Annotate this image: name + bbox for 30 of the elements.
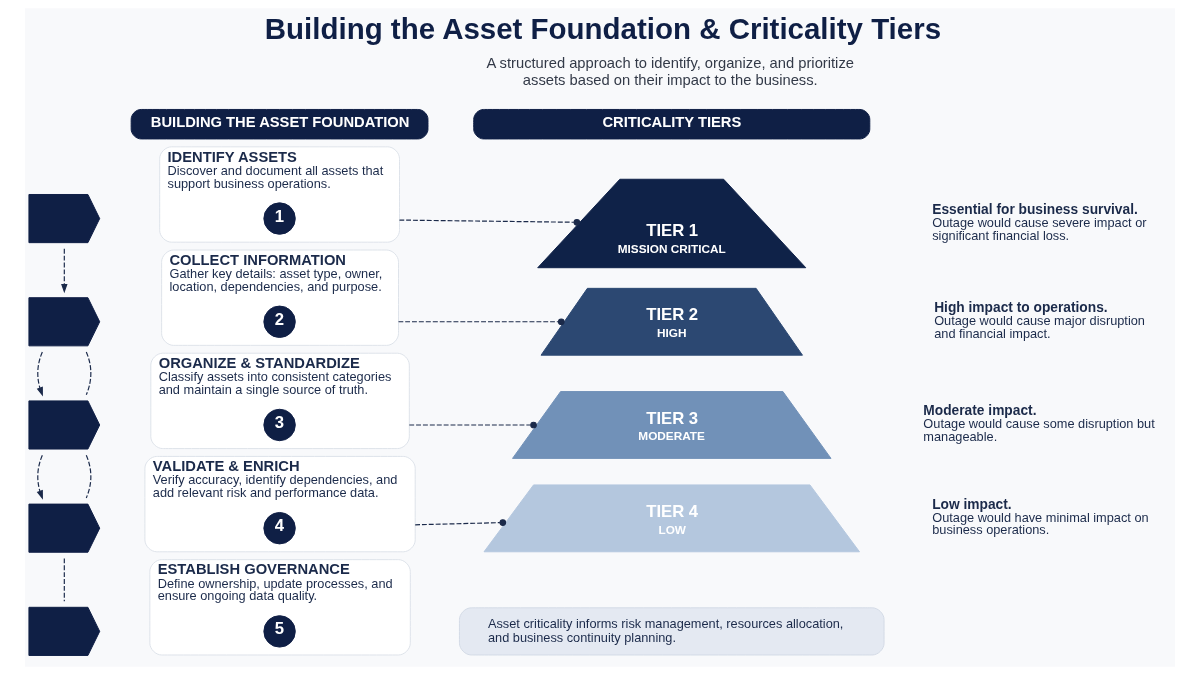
node-pentagon [28,400,101,450]
connector [397,318,565,326]
connector [408,421,537,429]
connector [398,218,581,226]
diagram-title: Building the Asset Foundation & Criticality Tiers [264,11,942,45]
node-box: Asset criticality informs risk management, resources allocation, and business continuity planning. [458,607,885,656]
node-label: Essential for business survival. [932,201,1138,217]
node-label: Low impact. [932,496,1012,512]
arrow [36,351,43,397]
connector [85,351,92,396]
node-circle: 2 [263,305,296,338]
node-label: High impact to operations. [934,300,1108,316]
arrow [36,454,43,500]
node-pentagon [28,503,101,553]
connector [63,557,65,602]
node-label: Moderate impact. [923,403,1037,419]
connector [414,519,507,526]
node-box: BUILDING THE ASSET FOUNDATION [130,109,429,140]
node-circle: 3 [263,408,296,442]
arrow [61,248,68,294]
label: A structured approach to identify, organize, and prioritize assets based on their impact to the business. [486,55,854,88]
node-circle: 1 [263,202,296,235]
node-circle: 4 [263,511,296,545]
node-pentagon [28,297,101,347]
node-box: CRITICALITY TIERS [473,109,871,140]
node-pentagon [28,194,101,244]
node-circle: 5 [263,615,296,648]
node-pentagon [28,606,101,656]
connector [85,454,92,499]
node-label: Outage would cause severe impact or significant financial loss. [932,214,1147,243]
